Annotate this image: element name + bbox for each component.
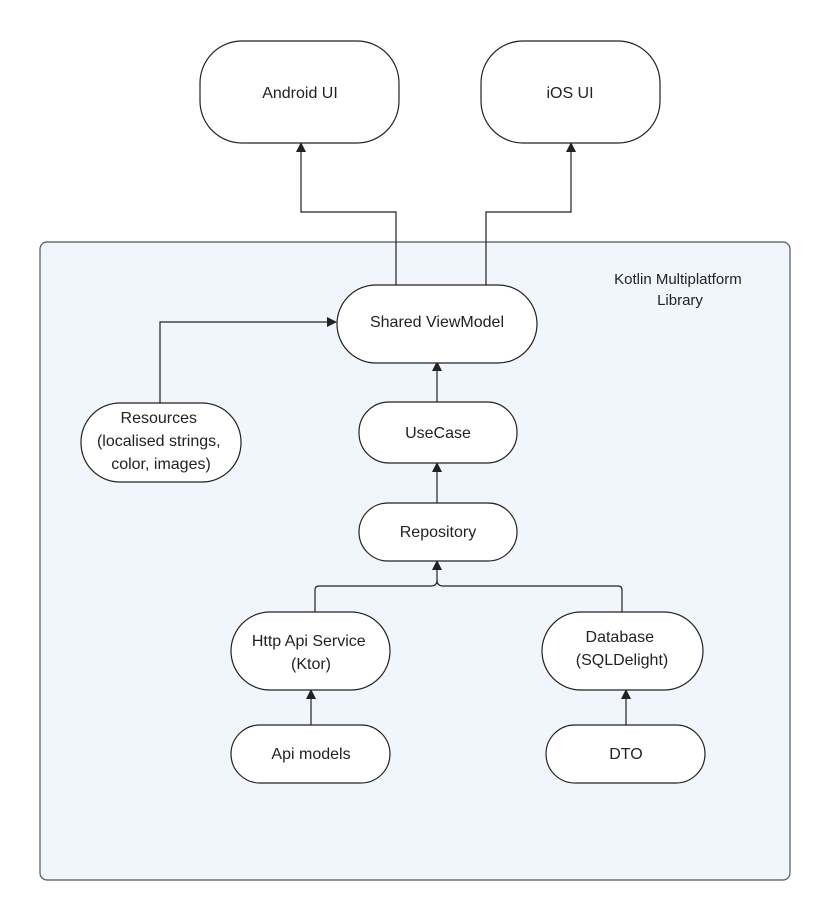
container-label-line-1: Kotlin Multiplatform xyxy=(614,271,742,288)
node-http-api-service: Http Api Service (Ktor) xyxy=(230,611,391,691)
http-api-service-line-1: Http Api Service xyxy=(252,633,366,650)
node-api-models: Api models xyxy=(230,724,391,784)
database-label: Database (SQLDelight) xyxy=(576,629,668,669)
usecase-line-1: UseCase xyxy=(405,425,471,442)
api-models-line-1: Api models xyxy=(271,746,350,763)
edge-viewmodel-to-ios-ui xyxy=(485,142,576,285)
resources-line-2: (localised strings, xyxy=(97,433,221,450)
shared-viewmodel-line-1: Shared ViewModel xyxy=(370,314,504,331)
node-resources: Resources (localised strings, color, ima… xyxy=(80,402,242,483)
node-repository: Repository xyxy=(358,502,518,562)
dto-line-1: DTO xyxy=(609,746,642,763)
dto-label: DTO xyxy=(609,746,642,763)
node-shared-viewmodel: Shared ViewModel xyxy=(336,284,538,364)
node-ios-ui: iOS UI xyxy=(480,40,661,144)
edge-database-to-repository xyxy=(436,579,623,612)
edge-http-api-service-to-repository xyxy=(314,560,442,612)
resources-line-3: color, images) xyxy=(111,456,211,473)
android-ui-line-1: Android UI xyxy=(262,85,338,102)
repository-line-1: Repository xyxy=(400,524,476,541)
api-models-label: Api models xyxy=(271,746,350,763)
resources-line-1: Resources xyxy=(121,410,197,427)
node-database: Database (SQLDelight) xyxy=(541,611,704,691)
http-api-service-label: Http Api Service (Ktor) xyxy=(252,633,370,673)
database-line-2: (SQLDelight) xyxy=(576,652,668,669)
resources-label: Resources (localised strings, color, ima… xyxy=(97,410,225,473)
node-android-ui: Android UI xyxy=(199,40,400,144)
edges xyxy=(159,142,631,725)
container-label-line-2: Library xyxy=(657,292,703,309)
container-label: Kotlin Multiplatform Library xyxy=(614,271,746,309)
node-usecase: UseCase xyxy=(358,401,518,464)
usecase-label: UseCase xyxy=(405,425,471,442)
shared-viewmodel-label: Shared ViewModel xyxy=(370,314,504,331)
database-line-1: Database xyxy=(586,629,655,646)
http-api-service-line-2: (Ktor) xyxy=(291,656,331,673)
node-dto: DTO xyxy=(545,724,706,784)
repository-label: Repository xyxy=(400,524,476,541)
ios-ui-label: iOS UI xyxy=(546,85,593,102)
ios-ui-line-1: iOS UI xyxy=(546,85,593,102)
android-ui-label: Android UI xyxy=(262,85,338,102)
edge-viewmodel-to-android-ui xyxy=(296,142,397,285)
edge-resources-to-viewmodel xyxy=(159,317,337,404)
